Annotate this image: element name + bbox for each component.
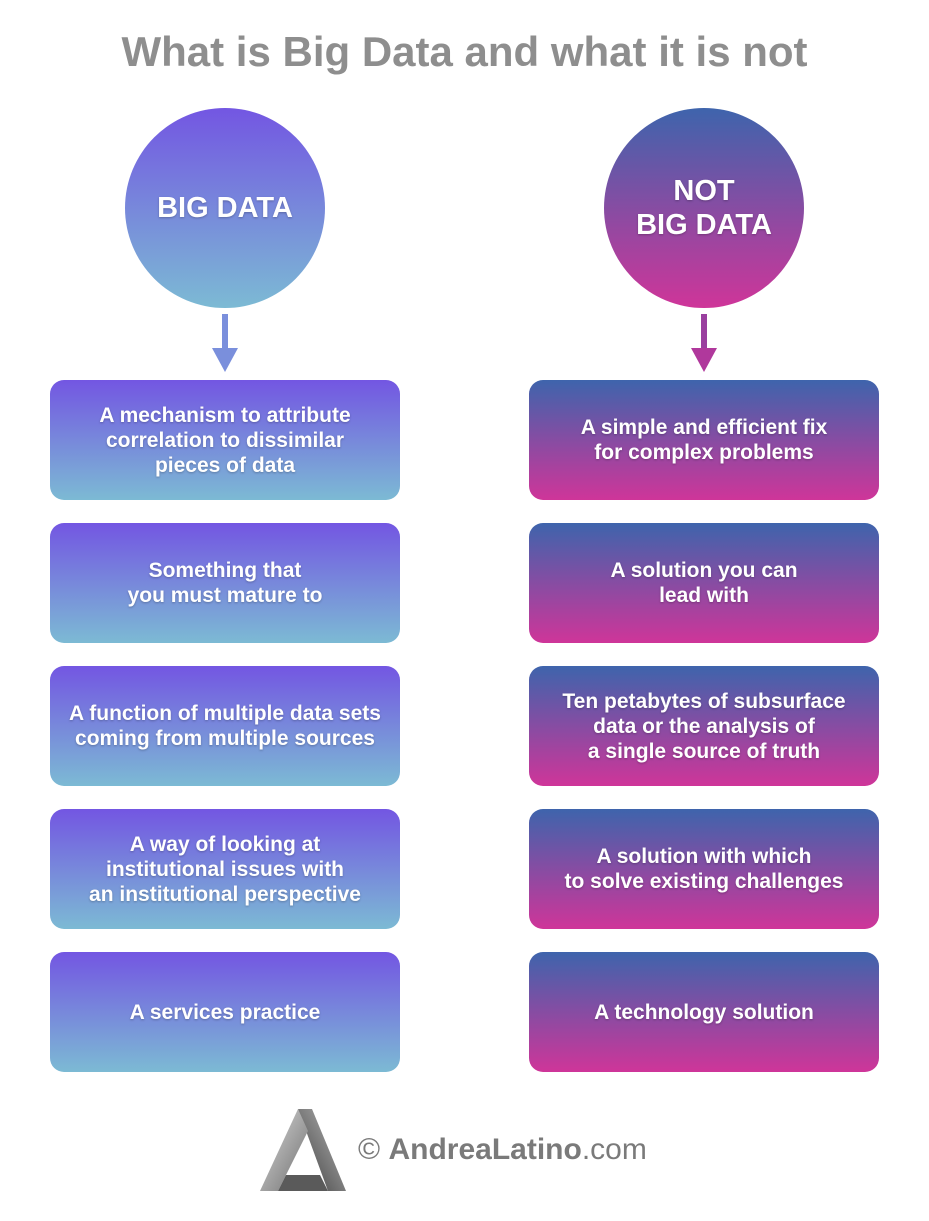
brand-text: © AndreaLatino.com — [358, 1133, 647, 1167]
big-data-item: A services practice — [50, 952, 400, 1072]
down-arrow-icon — [691, 314, 717, 372]
not-big-data-item: A technology solution — [529, 952, 879, 1072]
brand-tld: .com — [581, 1133, 647, 1166]
footer: © AndreaLatino.com — [0, 1105, 929, 1195]
not-big-data-item: Ten petabytes of subsurface data or the … — [529, 666, 879, 786]
page-title: What is Big Data and what it is not — [121, 28, 808, 75]
andrealatino-logo-icon — [260, 1109, 346, 1191]
big-data-column: BIG DATA A mechanism to attribute correl… — [50, 108, 400, 1095]
down-arrow-icon — [212, 314, 238, 372]
not-big-data-item: A simple and efficient fix for complex p… — [529, 380, 879, 500]
big-data-circle: BIG DATA — [125, 108, 325, 308]
brand-name: AndreaLatino — [388, 1133, 582, 1166]
copyright-symbol: © — [358, 1133, 381, 1166]
big-data-item: Something that you must mature to — [50, 523, 400, 643]
not-big-data-item: A solution with which to solve existing … — [529, 809, 879, 929]
big-data-item: A way of looking at institutional issues… — [50, 809, 400, 929]
not-big-data-item: A solution you can lead with — [529, 523, 879, 643]
big-data-item: A function of multiple data sets coming … — [50, 666, 400, 786]
not-big-data-circle: NOT BIG DATA — [604, 108, 804, 308]
big-data-item: A mechanism to attribute correlation to … — [50, 380, 400, 500]
not-big-data-column: NOT BIG DATA A simple and efficient fix … — [529, 108, 879, 1095]
